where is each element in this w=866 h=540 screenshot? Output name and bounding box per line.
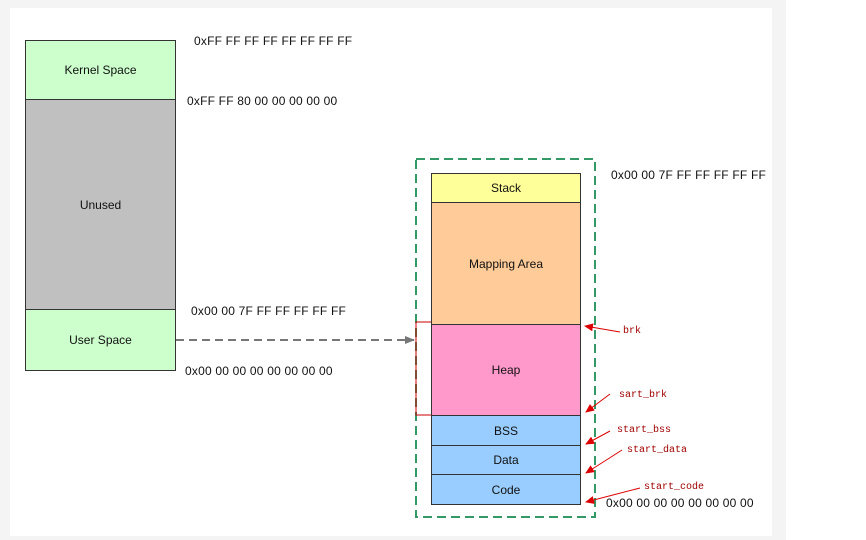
stack-label: Stack: [490, 181, 521, 195]
address-right-bottom: 0x00 00 00 00 00 00 00 00: [606, 496, 754, 510]
brk-label: brk: [623, 326, 642, 337]
start-data-label: start_data: [627, 445, 688, 456]
address-kernel-top: 0xFF FF FF FF FF FF FF FF: [194, 34, 353, 48]
mapping-area-label: Mapping Area: [468, 256, 544, 271]
address-user-top: 0x00 00 7F FF FF FF FF FF: [191, 304, 347, 318]
bss-label: BSS: [493, 423, 518, 438]
address-user-bottom: 0x00 00 00 00 00 00 00 00: [185, 364, 333, 378]
kernel-space-label: Kernel Space: [64, 63, 137, 77]
unused-block: Unused: [25, 99, 176, 310]
heap-label: Heap: [491, 363, 521, 377]
start-brk-arrow: [585, 393, 611, 413]
data-block: Data: [431, 445, 581, 475]
start-brk-label: sart_brk: [619, 390, 668, 401]
diagram-connectors: [176, 158, 641, 518]
user-space-label: User Space: [69, 333, 132, 347]
brk-arrow: [584, 323, 621, 333]
address-right-top: 0x00 00 7F FF FF FF FF FF: [611, 168, 767, 182]
memory-layout-diagram: Kernel Space Unused User Space 0xFF FF F…: [10, 8, 772, 536]
bss-block: BSS: [431, 415, 581, 446]
code-block: Code: [431, 474, 581, 505]
heap-bracket: [415, 321, 431, 416]
heap-block: Heap: [431, 324, 581, 416]
start-bss-label: start_bss: [617, 425, 672, 436]
side-panel: [786, 0, 866, 540]
stack-block: Stack: [431, 173, 581, 203]
kernel-space-block: Kernel Space: [25, 40, 176, 100]
mapping-area-block: Mapping Area: [431, 202, 581, 325]
address-kernel-bottom: 0xFF FF 80 00 00 00 00 00: [187, 94, 338, 108]
unused-label: Unused: [79, 197, 122, 212]
data-label: Data: [493, 453, 519, 467]
user-space-block: User Space: [25, 309, 176, 371]
start-code-label: start_code: [644, 482, 705, 493]
start-bss-arrow: [585, 430, 611, 445]
code-label: Code: [491, 482, 521, 497]
start-data-arrow: [585, 449, 623, 474]
user-space-dashed-frame: [415, 158, 596, 518]
start-code-arrow: [585, 487, 641, 504]
